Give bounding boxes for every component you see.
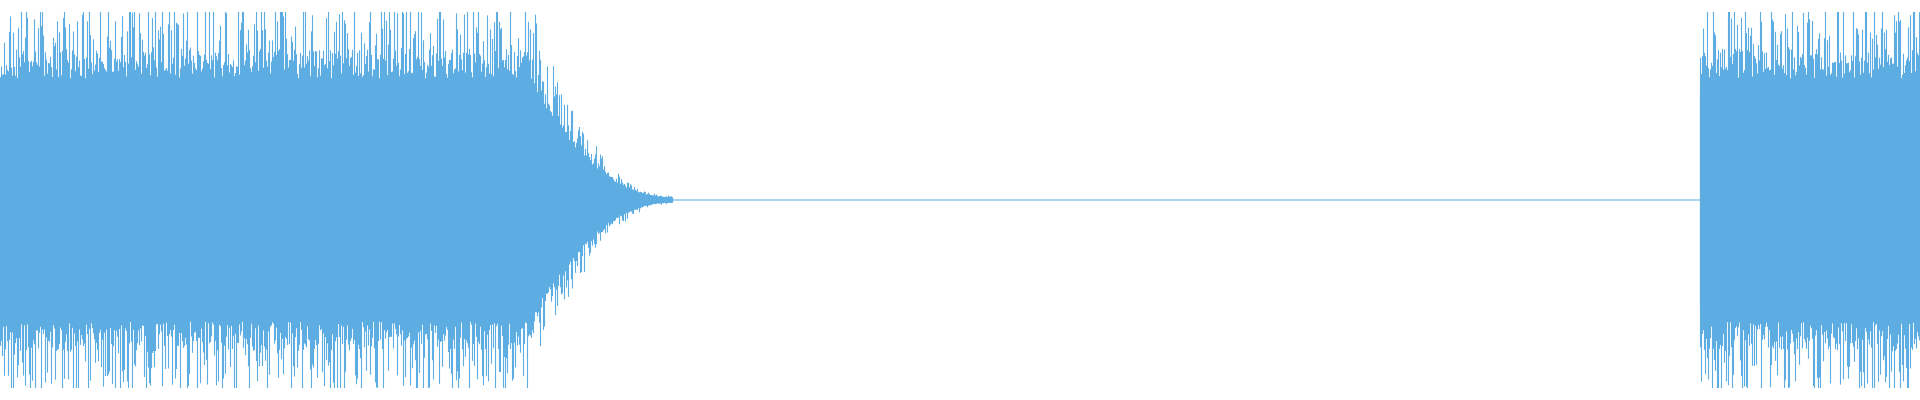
waveform-plot[interactable]	[0, 0, 1920, 400]
audio-waveform[interactable]	[0, 0, 1920, 400]
